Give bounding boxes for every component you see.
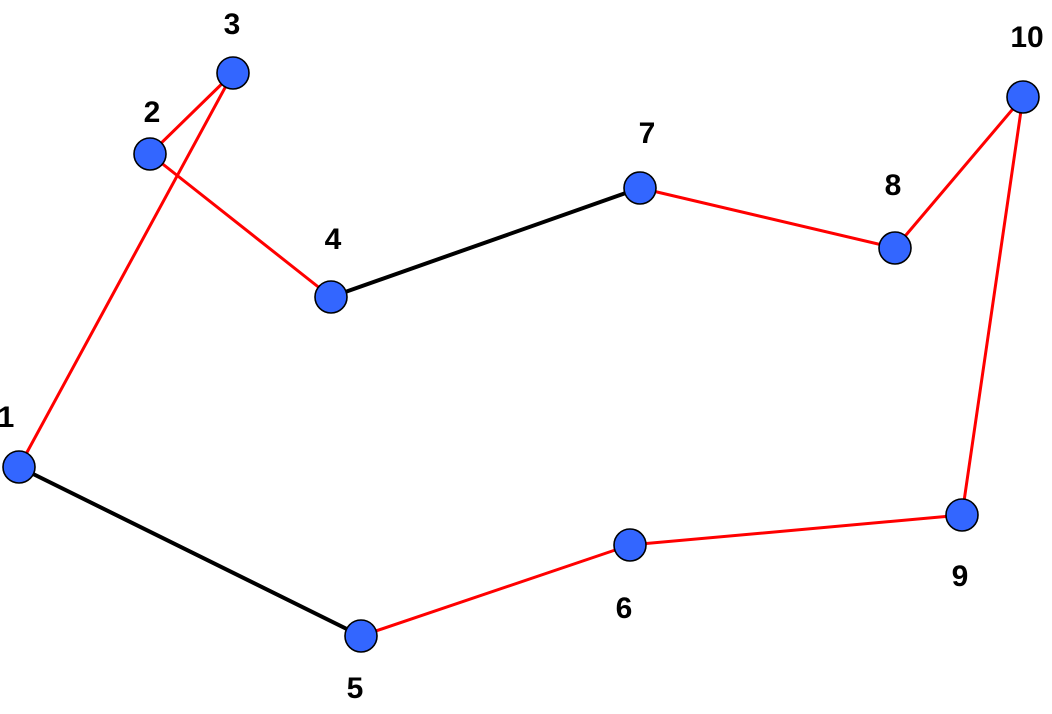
- node-2: [133, 137, 167, 171]
- edge-layer: [17, 71, 1025, 638]
- node-label-2: 2: [144, 96, 161, 129]
- edge-4-7: [329, 186, 642, 299]
- node-9: [945, 498, 979, 532]
- node-6: [613, 528, 647, 562]
- node-7: [623, 171, 657, 205]
- node-8: [878, 231, 912, 265]
- node-3: [216, 56, 250, 90]
- edge-10-9: [960, 95, 1025, 517]
- edge-3-2: [148, 71, 235, 156]
- node-layer: [2, 56, 1040, 653]
- node-label-9: 9: [952, 560, 969, 593]
- node-label-10: 10: [1010, 21, 1043, 54]
- edge-7-8: [638, 186, 897, 250]
- label-layer: 1 2 3 4 5 6 7 8 9 10: [0, 8, 1044, 705]
- edge-9-6: [628, 513, 964, 547]
- edge-2-4: [148, 152, 333, 299]
- edge-5-1: [17, 465, 363, 638]
- node-label-7: 7: [639, 117, 656, 150]
- node-1: [2, 450, 36, 484]
- node-label-6: 6: [616, 592, 633, 625]
- node-label-5: 5: [347, 672, 364, 705]
- edge-6-5: [359, 543, 632, 638]
- edge-8-10: [893, 95, 1025, 250]
- node-label-1: 1: [0, 401, 14, 434]
- node-label-4: 4: [325, 223, 342, 256]
- edge-1-3: [17, 71, 235, 469]
- node-label-3: 3: [224, 8, 241, 41]
- node-4: [314, 280, 348, 314]
- node-10: [1006, 80, 1040, 114]
- node-5: [344, 619, 378, 653]
- node-label-8: 8: [885, 169, 902, 202]
